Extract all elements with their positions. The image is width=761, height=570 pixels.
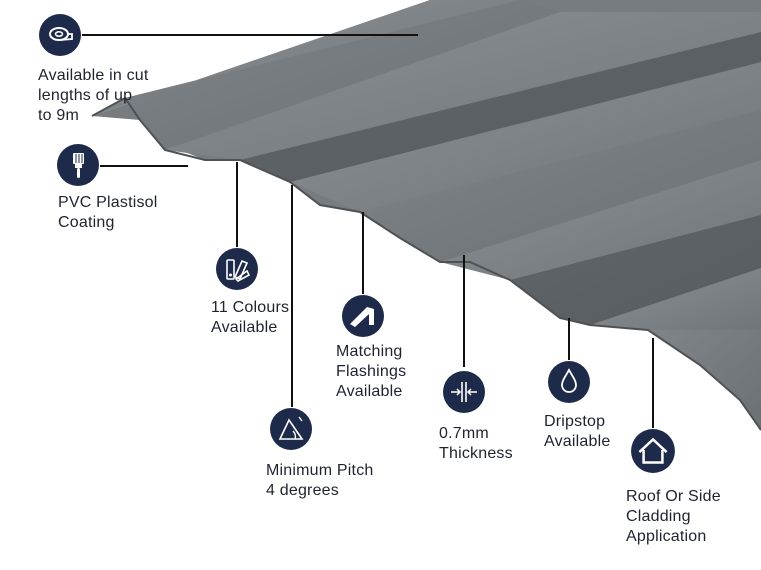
pitch-angle-icon	[269, 407, 313, 451]
feature-label-dripstop: Dripstop Available	[544, 413, 611, 450]
house-icon	[630, 428, 676, 474]
feature-label-colours: 11 Colours Available	[211, 299, 290, 336]
feature-label-pitch: Minimum Pitch 4 degrees	[266, 462, 374, 499]
tape-measure-icon	[38, 13, 82, 57]
leader-line-colours	[236, 162, 238, 247]
feature-label-thickness: 0.7mm Thickness	[439, 425, 513, 462]
feature-label-application: Roof Or Side Cladding Application	[626, 488, 721, 545]
leader-line-thickness	[463, 255, 465, 367]
leader-line-application	[652, 338, 654, 428]
leader-line-flashings	[362, 212, 364, 294]
feature-label-cut-lengths: Available in cut lengths of up to 9m	[38, 67, 149, 124]
colour-swatch-icon	[215, 247, 259, 291]
leader-line-coating	[100, 165, 188, 167]
paint-brush-icon	[56, 143, 100, 187]
thickness-icon	[442, 370, 486, 414]
flashing-icon	[341, 294, 385, 338]
water-drop-icon	[547, 360, 591, 404]
feature-label-coating: PVC Plastisol Coating	[58, 194, 158, 231]
leader-line-cut-lengths	[82, 34, 418, 36]
leader-line-dripstop	[568, 318, 570, 360]
leader-line-pitch	[291, 185, 293, 407]
feature-label-flashings: Matching Flashings Available	[336, 343, 407, 400]
